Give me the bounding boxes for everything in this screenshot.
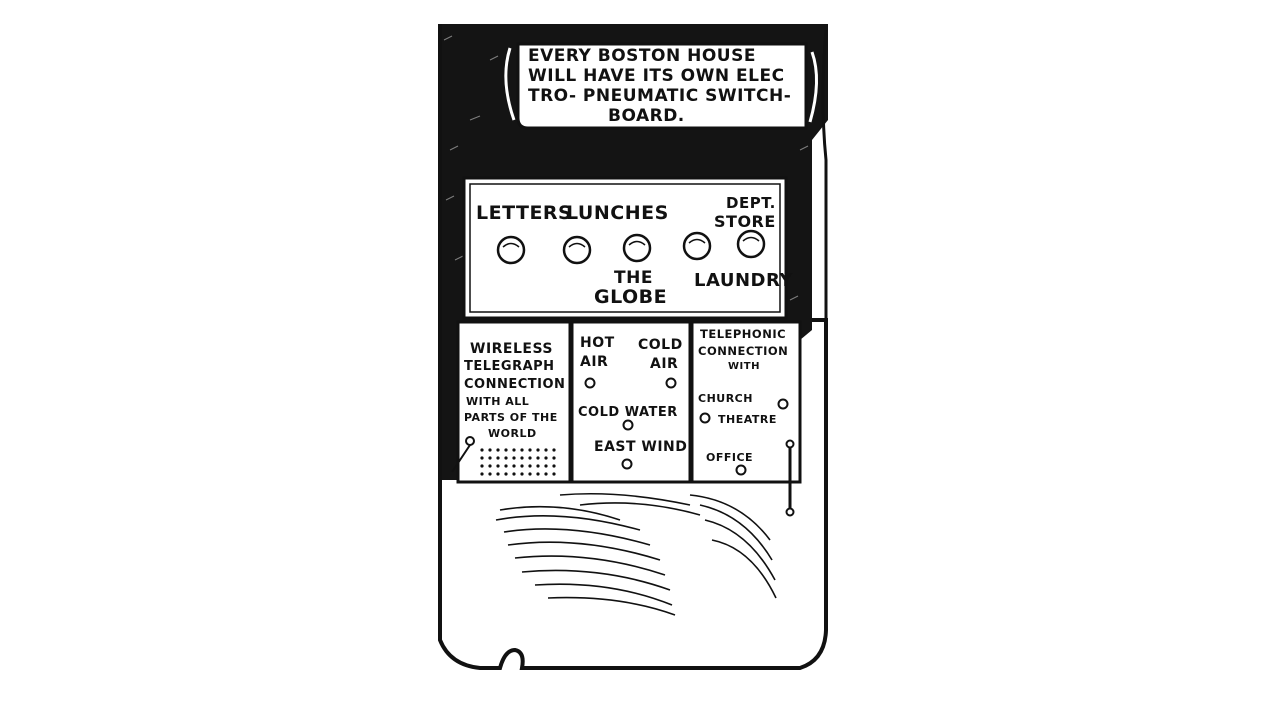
telegraph-keys: [480, 448, 556, 476]
left-line-1: WIRELESS: [470, 341, 554, 357]
label-dept: DEPT.: [726, 194, 776, 212]
left-line-5: PARTS OF THE: [464, 411, 558, 424]
sign-line-3: TRO- PNEUMATIC SWITCH-: [528, 86, 792, 106]
left-line-4: WITH ALL: [466, 395, 530, 408]
right-line-1: TELEPHONIC: [700, 327, 787, 341]
middle-panel: [570, 320, 692, 484]
label-globe: GLOBE: [594, 286, 668, 308]
label-church: CHURCH: [698, 392, 753, 405]
left-panel: [456, 320, 572, 484]
label-hot-air: AIR: [580, 354, 609, 370]
label-theatre: THEATRE: [718, 413, 777, 426]
cabinet-right-edge: [821, 29, 828, 320]
label-cold: COLD: [638, 337, 683, 353]
left-line-6: WORLD: [488, 427, 537, 440]
label-the: THE: [614, 268, 653, 288]
sign-line-2: WILL HAVE ITS OWN ELEC: [528, 66, 785, 86]
cabinet-outline: [438, 318, 828, 670]
label-lunches: LUNCHES: [566, 202, 669, 224]
base-shading: [495, 492, 777, 616]
label-cold-air: AIR: [650, 356, 679, 372]
label-hot: HOT: [580, 335, 615, 351]
sign-board: [516, 42, 808, 130]
sign-line-4: BOARD.: [608, 106, 685, 126]
label-east-wind: EAST WIND: [594, 439, 688, 455]
small-switches: [584, 377, 789, 476]
label-office: OFFICE: [706, 451, 754, 464]
right-line-2: CONNECTION: [698, 344, 789, 358]
label-store: STORE: [714, 212, 776, 231]
right-line-3: WITH: [728, 361, 760, 372]
left-line-3: CONNECTION: [464, 377, 566, 392]
label-cold-water: COLD WATER: [578, 405, 678, 420]
sign-line-1: EVERY BOSTON HOUSE: [528, 46, 756, 66]
push-buttons: [496, 229, 766, 265]
label-letters: LETTERS: [476, 202, 573, 224]
left-line-2: TELEGRAPH: [464, 359, 555, 374]
background-hatching: [443, 35, 809, 301]
label-laundry: LAUNDRY: [694, 270, 793, 291]
